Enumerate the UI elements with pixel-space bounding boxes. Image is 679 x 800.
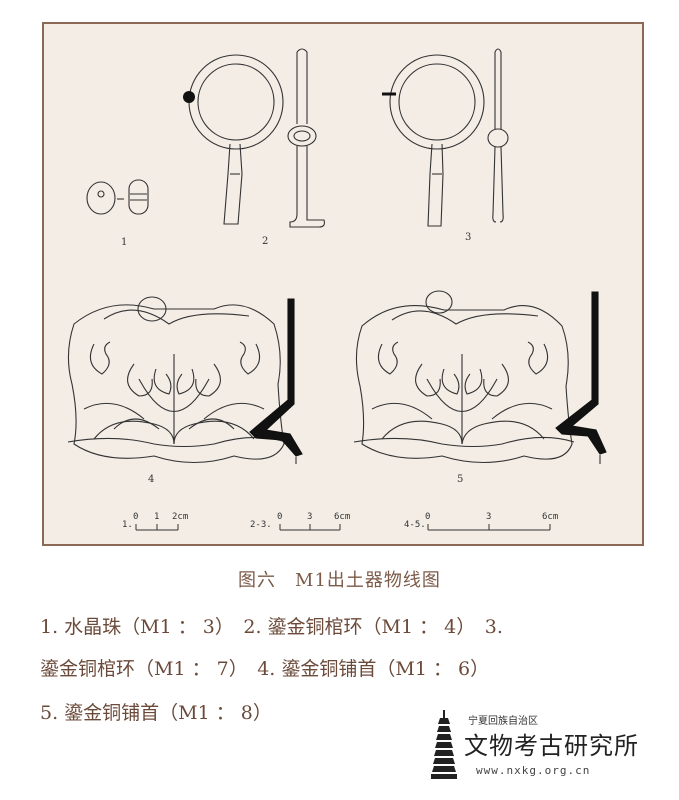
door-knocker-8-drawing [353,290,575,464]
scale-2-prefix: 2-3. [250,520,272,530]
scale-2-tick-2: 6cm [334,512,351,522]
logo-org-name: 文物考古研究所 [464,732,639,760]
figure-label-5: 5 [457,474,464,485]
pagoda-icon [431,710,457,779]
scale-bars [135,524,551,531]
scale-3-prefix: 4-5. [404,520,426,530]
coffin-ring-4-drawing [188,48,325,228]
scale-3-tick-1: 3 [486,512,492,522]
scale-1-prefix: 1. [122,520,133,530]
caption-line-1: 1. 水晶珠（M1 ： 3） 2. 鎏金铜棺环（M1 ： 4） 3. [40,616,503,638]
scale-1-tick-0: 0 [133,512,139,522]
figure-label-4: 4 [148,474,155,485]
line-drawings [67,48,607,531]
figure-label-2: 2 [262,236,269,247]
door-knocker-6-section [249,298,303,457]
caption-line-2: 鎏金铜棺环（M1 ： 7） 4. 鎏金铜铺首（M1 ： 6） [40,658,490,680]
coffin-ring-7-drawing [389,48,509,227]
scale-1-tick-1: 1 [154,512,160,522]
scale-2-tick-1: 3 [307,512,313,522]
figure-plate: 1 2 3 4 5 1. 0 1 2cm 2-3. 0 3 6cm 4-5. 0… [42,22,644,546]
scale-3-tick-2: 6cm [542,512,559,522]
logo-url: www.nxkg.org.cn [476,764,591,777]
door-knocker-8-section [555,291,607,455]
door-knocker-6-drawing [67,296,287,464]
crystal-bead-drawing [86,179,149,215]
logo-org-small: 宁夏回族自治区 [468,716,538,727]
figure-label-1: 1 [121,237,128,248]
scale-3-tick-0: 0 [425,512,431,522]
scale-2-tick-0: 0 [277,512,283,522]
figure-caption-title: 图六 M1出土器物线图 [238,570,441,591]
caption-line-3: 5. 鎏金铜铺首（M1 ： 8） [40,702,272,724]
scale-1-tick-2: 2cm [172,512,189,522]
figure-label-3: 3 [465,232,472,243]
institute-watermark: 宁夏回族自治区 文物考古研究所 www.nxkg.org.cn [430,708,670,788]
